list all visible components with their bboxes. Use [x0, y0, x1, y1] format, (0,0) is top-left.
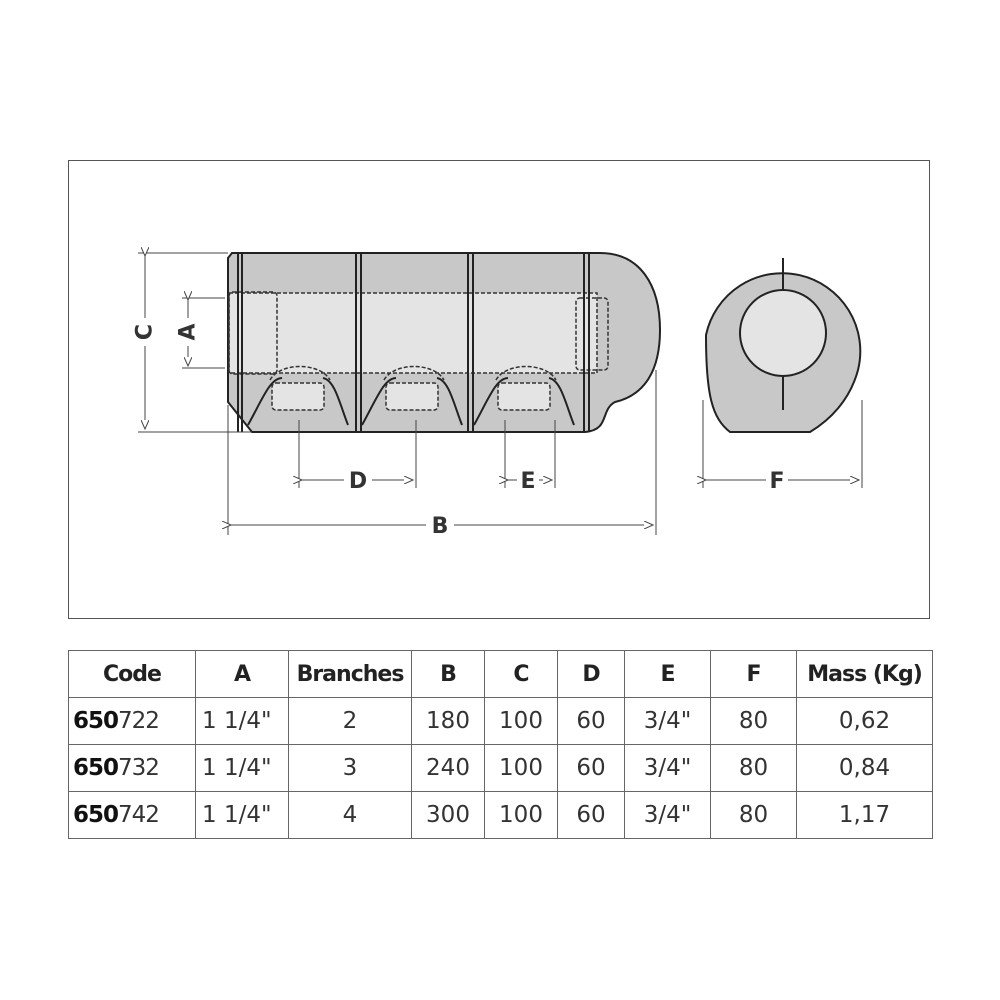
specifications-table: Code A Branches B C D E F Mass (Kg) 6507…: [68, 650, 933, 839]
cell-f: 80: [710, 697, 797, 745]
header-a: A: [195, 650, 289, 698]
cell-c: 100: [484, 791, 558, 839]
header-e: E: [624, 650, 711, 698]
cell-code: 650722: [68, 697, 196, 745]
header-d: D: [557, 650, 625, 698]
manifold-side-view: [227, 252, 662, 433]
code-suffix: 732: [118, 755, 160, 781]
cell-a: 1 1/4": [195, 697, 289, 745]
code-prefix: 650: [73, 755, 119, 781]
dim-label-b: B: [432, 514, 449, 539]
code-prefix: 650: [73, 708, 119, 734]
cell-e: 3/4": [624, 744, 711, 792]
cell-e: 3/4": [624, 697, 711, 745]
cell-branches: 2: [288, 697, 412, 745]
cell-f: 80: [710, 791, 797, 839]
drawing-frame: [68, 160, 930, 619]
cell-f: 80: [710, 744, 797, 792]
dim-label-a: A: [176, 323, 201, 340]
header-code: Code: [68, 650, 196, 698]
table-row: 650732 1 1/4" 3 240 100 60 3/4" 80 0,84: [68, 744, 933, 792]
code-suffix: 742: [118, 802, 160, 828]
dim-label-e: E: [520, 469, 535, 494]
cell-c: 100: [484, 697, 558, 745]
cell-d: 60: [557, 697, 625, 745]
cell-d: 60: [557, 791, 625, 839]
cell-e: 3/4": [624, 791, 711, 839]
code-suffix: 722: [118, 708, 160, 734]
header-b: B: [411, 650, 485, 698]
cell-branches: 3: [288, 744, 412, 792]
cell-a: 1 1/4": [195, 744, 289, 792]
dim-label-c: C: [133, 324, 158, 340]
header-mass: Mass (Kg): [796, 650, 933, 698]
cell-mass: 0,84: [796, 744, 933, 792]
cell-branches: 4: [288, 791, 412, 839]
header-f: F: [710, 650, 797, 698]
dim-label-f: F: [769, 469, 784, 494]
cell-a: 1 1/4": [195, 791, 289, 839]
code-prefix: 650: [73, 802, 119, 828]
cell-mass: 1,17: [796, 791, 933, 839]
manifold-end-view: [704, 258, 862, 433]
header-c: C: [484, 650, 558, 698]
cell-b: 180: [411, 697, 485, 745]
header-branches: Branches: [288, 650, 412, 698]
table-row: 650722 1 1/4" 2 180 100 60 3/4" 80 0,62: [68, 697, 933, 745]
cell-d: 60: [557, 744, 625, 792]
cell-b: 300: [411, 791, 485, 839]
cell-b: 240: [411, 744, 485, 792]
table-row: 650742 1 1/4" 4 300 100 60 3/4" 80 1,17: [68, 791, 933, 839]
cell-code: 650732: [68, 744, 196, 792]
dim-label-d: D: [349, 469, 367, 494]
technical-drawing: C A D E B F: [131, 0, 863, 539]
table-header-row: Code A Branches B C D E F Mass (Kg): [68, 650, 933, 698]
cell-code: 650742: [68, 791, 196, 839]
cell-mass: 0,62: [796, 697, 933, 745]
cell-c: 100: [484, 744, 558, 792]
